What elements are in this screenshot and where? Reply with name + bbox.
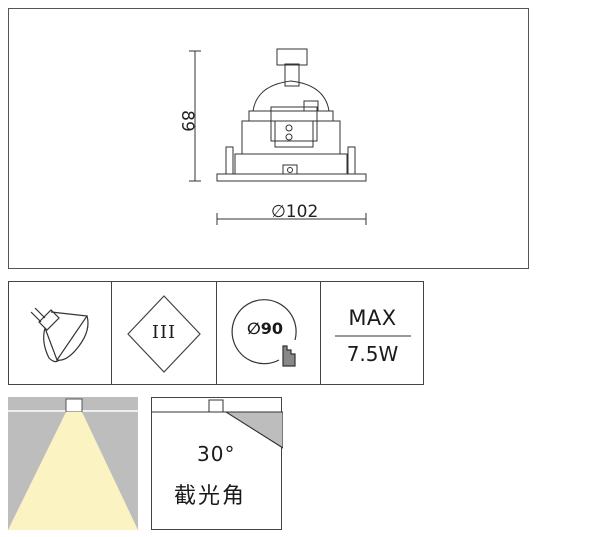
wattage-label: 7.5W	[346, 342, 399, 366]
technical-drawing-panel: 89 ∅102	[8, 8, 529, 269]
cutoff-angle-panel: 30° 截光角	[151, 397, 283, 530]
lamp-type-cell	[9, 282, 112, 384]
class-iii-icon	[127, 295, 201, 373]
cutoff-angle-value: 30°	[197, 442, 236, 466]
cutoff-angle-icon	[152, 399, 283, 449]
light-beam-icon	[8, 398, 138, 530]
protection-class-cell: III	[112, 282, 217, 384]
cutout-size-cell: ∅90	[217, 282, 321, 384]
downlight-side-view-drawing	[189, 48, 367, 225]
class-symbol-label: III	[151, 322, 177, 343]
max-power-cell: MAX 7.5W	[321, 282, 424, 384]
flange	[216, 173, 367, 182]
cutoff-angle-label: 截光角	[174, 484, 247, 509]
height-dimension-label: 89	[177, 110, 197, 132]
max-label: MAX	[348, 306, 397, 330]
power-divider-line	[335, 335, 411, 337]
mr16-lamp-icon	[30, 307, 89, 363]
diameter-dimension-label: ∅102	[271, 202, 319, 222]
cutout-size-label: ∅90	[247, 319, 283, 338]
spec-icon-strip: III ∅90 MAX 7.5W	[8, 281, 424, 385]
light-beam-panel	[8, 397, 138, 530]
cutout-circle-icon	[231, 299, 297, 367]
